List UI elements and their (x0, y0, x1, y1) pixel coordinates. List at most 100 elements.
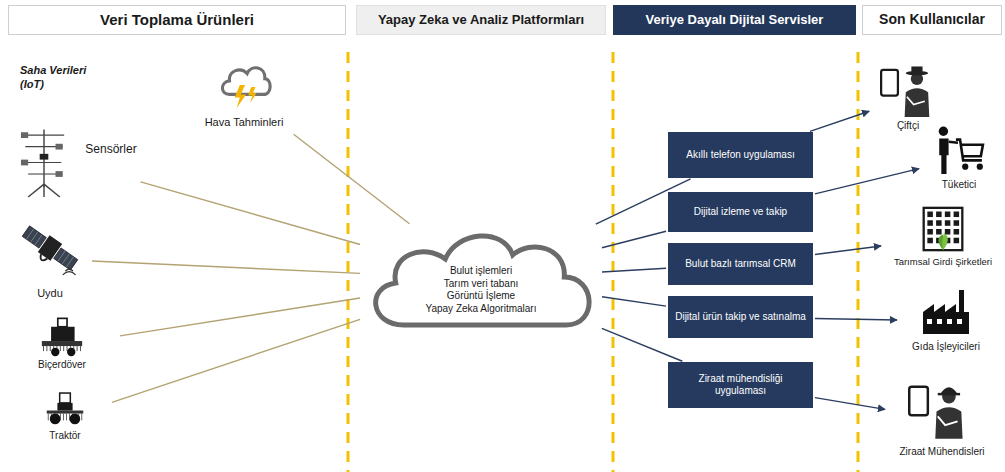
weather-illustration (214, 58, 274, 110)
implement-bar (47, 411, 83, 414)
tripod-leg (28, 184, 44, 197)
crossbar (28, 173, 60, 174)
combine-icon (42, 318, 82, 356)
panel-grid (26, 229, 33, 239)
satellite-icon (18, 223, 80, 277)
head (939, 127, 948, 136)
window (945, 220, 951, 226)
lightning-bolt (235, 85, 246, 108)
wheel (70, 414, 81, 425)
engineer-user: Ziraat Mühendisleri (888, 376, 996, 462)
data-flow-line (92, 261, 360, 273)
antenna-dish (38, 254, 47, 262)
data-flow-line (602, 268, 666, 272)
service-link (815, 169, 919, 194)
lightning-bolt (248, 87, 256, 103)
tripod-leg (43, 184, 44, 197)
crossbar (24, 135, 64, 136)
icon-label: Çiftçi (897, 120, 919, 133)
helmet-rim (938, 393, 960, 395)
panel-grid (58, 251, 65, 261)
data-flow-line (602, 231, 666, 248)
panel-grid (31, 232, 38, 242)
window (954, 220, 960, 226)
column-separator (347, 52, 350, 472)
icon-label: Biçerdöver (38, 359, 86, 372)
factory-illustration (906, 286, 986, 336)
factory-icon (923, 290, 969, 334)
column-header: Veri Toplama Ürünleri (8, 5, 346, 35)
reel-tooth (80, 346, 81, 351)
data-flow-line (602, 297, 666, 306)
service-link (815, 246, 881, 254)
icon-label: Traktör (49, 430, 80, 443)
building-illustration (918, 206, 968, 252)
body (905, 88, 930, 117)
cart-wheel (977, 164, 983, 170)
reel-tooth (43, 346, 44, 351)
service-link (815, 318, 897, 320)
service-box: Dijital ürün takip ve satınalma (668, 296, 813, 338)
wheel (51, 348, 59, 356)
solar-panel (54, 248, 78, 270)
implement-tine (81, 414, 82, 421)
box-text: Veri Toplama Ürünleri (100, 11, 254, 30)
leaf (942, 233, 948, 250)
consumer-illustration (928, 124, 990, 176)
cloud-text: Bulut işlemleri (450, 265, 512, 278)
window (936, 229, 942, 235)
column-header: Veriye Dayalı Dijital Servisler (613, 5, 856, 35)
factory-window (937, 319, 942, 324)
window (927, 212, 933, 218)
data-flow-line (294, 134, 410, 223)
window (945, 229, 951, 235)
wheel (67, 348, 75, 356)
tractor-icon (47, 393, 83, 424)
cart-wheel (962, 164, 968, 170)
combine-source: Biçerdöver (6, 315, 118, 375)
satellite-illustration (18, 215, 82, 281)
window (945, 212, 951, 218)
data-flow-line (141, 182, 360, 245)
weather-icon (222, 68, 270, 108)
sensor-unit (56, 171, 63, 177)
data-flow-line (120, 298, 360, 336)
reel-tooth (46, 346, 47, 351)
box-text: Dijital izleme ve takip (694, 206, 787, 219)
sensor-unit (56, 144, 63, 150)
cloud-text: Görüntü İşleme (447, 290, 515, 303)
cloud-outline (222, 68, 270, 95)
cloud-platform: Bulut işlemleriTarım veri tabanıGörüntü … (362, 225, 600, 333)
combine-body (51, 327, 75, 341)
icon-label: Sensörler (85, 142, 136, 157)
column-separator (612, 52, 615, 472)
arm (949, 142, 958, 143)
window (927, 229, 933, 235)
panel-grid (66, 257, 73, 267)
box-text: Dijital ürün takip ve satınalma (675, 311, 806, 324)
window (954, 229, 960, 235)
tripod-leg (44, 184, 60, 197)
panel-grid (35, 235, 42, 245)
cab (58, 318, 67, 326)
building-icon (924, 208, 963, 250)
food-processor-user: Gıda İşleyicileri (900, 286, 992, 356)
window (927, 238, 933, 244)
window (954, 238, 960, 244)
column-header: Son Kullanıcılar (862, 5, 1002, 35)
tractor-illustration (25, 390, 105, 428)
box-text: Bulut bazlı tarımsal CRM (685, 258, 796, 271)
icon-label: Hava Tahminleri (205, 116, 284, 130)
implement-tine (63, 414, 64, 421)
consumer-user: Tüketici (922, 124, 996, 194)
implement-tine (48, 414, 49, 421)
solar-panel (22, 226, 46, 248)
column-header: Yapay Zeka ve Analiz Platformları (356, 5, 606, 35)
service-box: Ziraat mühendisliği uygulaması (668, 362, 813, 408)
reel-tooth (77, 346, 78, 351)
sensors-illustration (8, 120, 80, 205)
box-text: Yapay Zeka ve Analiz Platformları (378, 12, 584, 28)
body (939, 139, 948, 174)
satellite-source: Uydu (10, 215, 90, 303)
